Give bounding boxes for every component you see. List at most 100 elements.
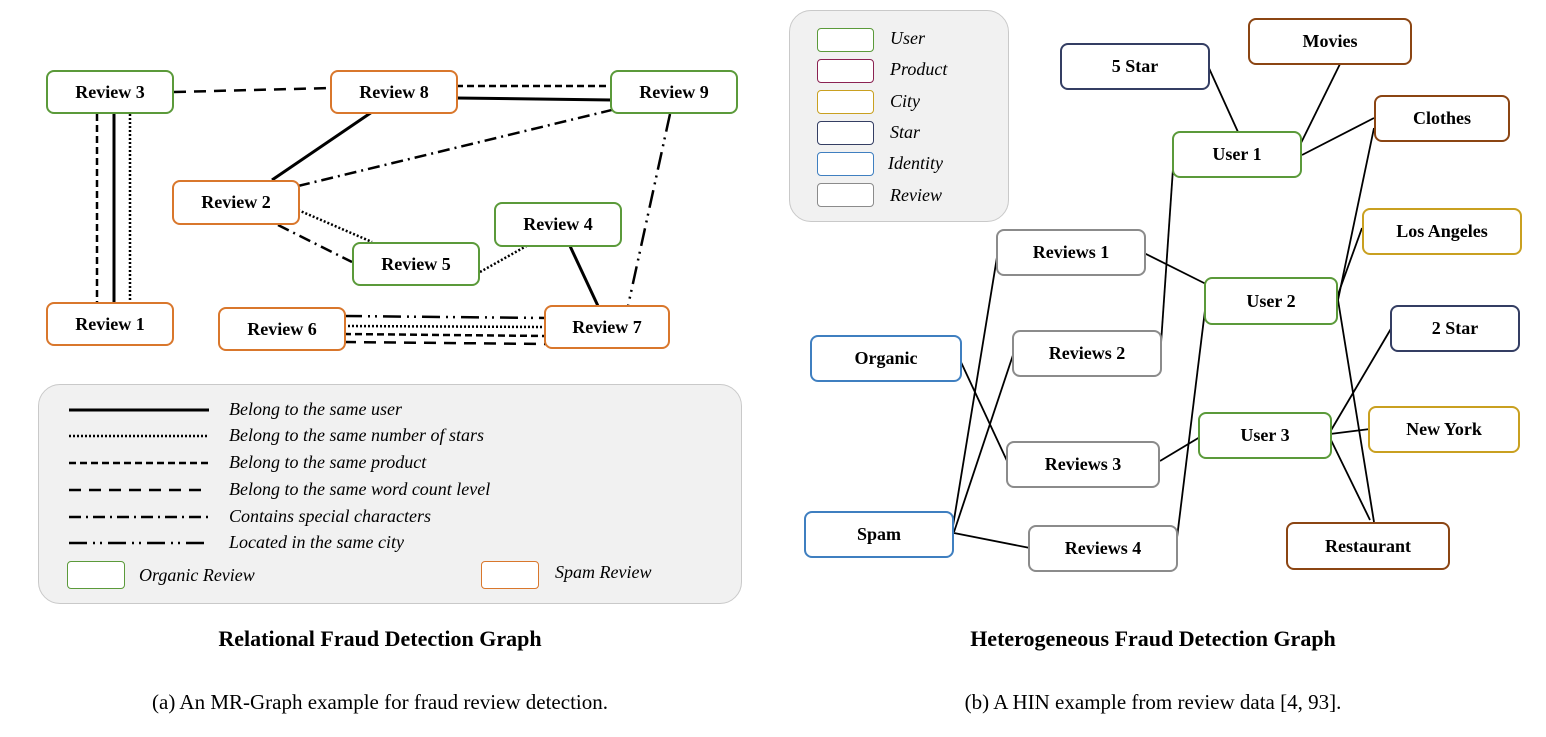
edge-user3-restaurant (1329, 437, 1371, 521)
node-spam: Spam (804, 511, 954, 558)
node-label: Spam (856, 524, 901, 544)
node-user-1: User 1 (1172, 131, 1302, 178)
legend-swatch-identity (817, 152, 874, 176)
edge-r2-r5-stars (297, 208, 373, 244)
legend-swatch-review (817, 183, 874, 207)
node-label: Clothes (1413, 108, 1471, 128)
edge-reviews3-user3 (1159, 436, 1201, 462)
node-label: Review 8 (359, 81, 429, 102)
panel-relational-graph: Review 3 Review 8 Review 9 Review 2 Revi… (0, 0, 760, 737)
legend-swatch-spam (481, 561, 539, 589)
legend-swatch-star (817, 121, 874, 145)
edge-clothes-user1 (1301, 117, 1375, 156)
panel-heterogeneous-graph: User Product City Star Identity Review 5… (760, 0, 1546, 737)
legend-review: Review (890, 185, 942, 205)
legend-same-city: Located in the same city (229, 532, 404, 552)
node-review-6: Review 6 (218, 307, 346, 351)
node-label: Organic (854, 348, 918, 368)
node-label: Movies (1302, 31, 1358, 51)
legend-relations: Belong to the same user Belong to the sa… (38, 384, 742, 604)
edge-user3-2star (1329, 326, 1393, 433)
edge-5star-user1 (1207, 65, 1239, 133)
node-review-3: Review 3 (46, 70, 174, 114)
relational-edges (95, 84, 672, 346)
node-label: Review 4 (523, 214, 593, 234)
edge-user3-newyork (1329, 428, 1371, 435)
node-label: Review 2 (201, 192, 271, 212)
legend-swatch-user (817, 28, 874, 52)
node-new-york: New York (1368, 406, 1520, 453)
edge-r2-r9 (297, 106, 621, 188)
edge-spam-reviews2 (953, 351, 1015, 533)
node-label: Review 1 (75, 313, 145, 334)
legend-special-chars: Contains special characters (229, 506, 431, 526)
edge-r3-r8 (173, 86, 333, 94)
node-user-2: User 2 (1204, 277, 1338, 325)
node-label: Review 3 (75, 81, 145, 102)
edge-r6-r7-wordcount (343, 340, 547, 346)
node-label: Review 9 (639, 81, 709, 102)
node-reviews-1: Reviews 1 (996, 229, 1146, 276)
legend-node-types: User Product City Star Identity Review (789, 10, 1009, 222)
node-review-4: Review 4 (494, 202, 622, 247)
legend-identity: Identity (888, 153, 943, 173)
edge-r6-r7-stars (343, 324, 547, 329)
legend-organic: Organic Review (139, 565, 255, 585)
edge-reviews1-user2 (1143, 252, 1207, 285)
legend-city: City (890, 91, 920, 111)
edge-r5-r4 (479, 242, 531, 274)
panel-b-caption: (b) A HIN example from review data [4, 9… (964, 690, 1342, 714)
node-reviews-4: Reviews 4 (1028, 525, 1178, 572)
edge-user2-la (1335, 227, 1363, 301)
legend-same-product: Belong to the same product (229, 452, 427, 472)
node-los-angeles: Los Angeles (1362, 208, 1522, 255)
node-reviews-2: Reviews 2 (1012, 330, 1162, 377)
legend-swatch-product (817, 59, 874, 83)
legend-same-wordcount: Belong to the same word count level (229, 479, 491, 499)
legend-user: User (890, 28, 925, 48)
node-label: 2 Star (1431, 318, 1479, 338)
node-user-3: User 3 (1198, 412, 1332, 459)
node-label: User 1 (1212, 144, 1262, 164)
edge-r4-r7 (568, 245, 600, 307)
edge-movies-user1 (1299, 63, 1341, 146)
node-label: Reviews 3 (1044, 454, 1122, 474)
legend-same-user: Belong to the same user (229, 399, 402, 419)
legend-swatch-organic (67, 561, 125, 589)
edge-clothes-restaurant (1337, 127, 1375, 301)
edge-reviews2-user1 (1159, 153, 1175, 359)
panel-b-title: Heterogeneous Fraud Detection Graph (970, 626, 1336, 651)
node-review-5: Review 5 (352, 242, 480, 286)
hin-edges (951, 63, 1393, 549)
node-restaurant: Restaurant (1286, 522, 1450, 570)
edge-r6-r7-city (343, 314, 547, 320)
legend-line-samples (69, 408, 209, 545)
edge-user2-restaurant (1337, 299, 1375, 523)
node-review-8: Review 8 (330, 70, 458, 114)
node-review-9: Review 9 (610, 70, 738, 114)
node-label: New York (1406, 419, 1482, 439)
edge-r8-r9-user (455, 96, 613, 102)
node-review-7: Review 7 (544, 305, 670, 349)
edge-spam-reviews4 (953, 532, 1031, 549)
node-review-2: Review 2 (172, 180, 300, 225)
node-label: Reviews 4 (1064, 538, 1142, 558)
legend-swatch-city (817, 90, 874, 114)
node-5-star: 5 Star (1060, 43, 1210, 90)
edge-r6-r7-product (343, 332, 547, 338)
edge-r8-r2 (271, 110, 373, 182)
edge-r2-r5-special (277, 223, 353, 264)
node-label: Reviews 2 (1048, 343, 1126, 363)
node-label: User 3 (1240, 425, 1290, 445)
edge-reviews4-user2 (1175, 301, 1207, 547)
node-movies: Movies (1248, 18, 1412, 65)
node-label: Review 6 (247, 318, 317, 339)
edge-spam-reviews1 (951, 250, 999, 533)
node-label: Los Angeles (1396, 221, 1488, 241)
edge-r9-r7 (626, 113, 672, 307)
node-review-1: Review 1 (46, 302, 174, 346)
node-label: Reviews 1 (1032, 242, 1110, 262)
node-organic: Organic (810, 335, 962, 382)
panel-a-caption: (a) An MR-Graph example for fraud review… (152, 690, 608, 714)
node-label: 5 Star (1111, 56, 1159, 76)
